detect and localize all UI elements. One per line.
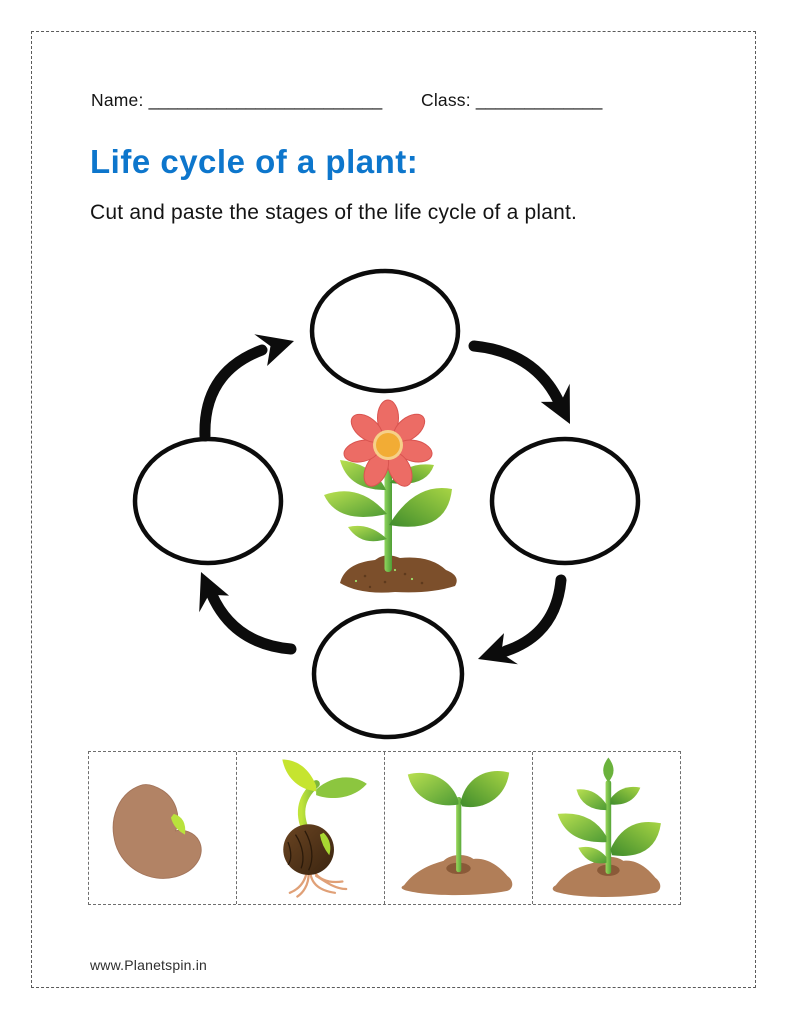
arrow-bottom-to-left-icon xyxy=(199,572,297,655)
soil-speckles xyxy=(354,568,424,589)
bud xyxy=(603,757,614,782)
life-cycle-diagram xyxy=(100,253,680,755)
header-row: Name: ________________________ Class: __… xyxy=(91,90,711,111)
soil-mound xyxy=(552,856,661,898)
soil-mound xyxy=(340,555,457,593)
stem xyxy=(605,780,612,875)
stage-slot-bottom xyxy=(311,608,465,740)
stage-slot-top xyxy=(309,268,461,394)
leaf xyxy=(610,786,641,805)
leaf xyxy=(578,846,607,864)
leaf xyxy=(348,525,387,542)
cycle-svg xyxy=(132,268,641,740)
class-field: Class: _____________ xyxy=(421,90,602,111)
cutout-cell-young-plant xyxy=(533,752,680,904)
stage-slot-left xyxy=(132,436,284,566)
leaf xyxy=(576,789,607,811)
seed-texture xyxy=(287,830,313,871)
cutout-cell-seedling xyxy=(385,752,533,904)
cutout-strip xyxy=(88,751,681,905)
soil-mound xyxy=(401,854,513,896)
roots xyxy=(288,871,348,898)
flower-stem xyxy=(384,450,392,572)
name-label: Name: xyxy=(91,90,144,110)
arrow-left-to-top-icon xyxy=(199,334,294,442)
footer-url: www.Planetspin.in xyxy=(90,957,208,973)
page-dashed-border xyxy=(31,31,756,988)
leaf xyxy=(610,821,661,856)
flowering-plant-icon xyxy=(324,399,457,593)
germinating-seed-icon xyxy=(282,759,367,898)
leaf xyxy=(460,771,510,808)
flower-head xyxy=(343,399,433,487)
leaf xyxy=(389,488,452,527)
cutout-cell-seed xyxy=(89,752,237,904)
stem xyxy=(456,797,462,873)
class-blank-line: _____________ xyxy=(475,90,603,110)
seed-icon xyxy=(112,784,202,879)
arrow-top-to-right-icon xyxy=(468,340,570,424)
instruction-text: Cut and paste the stages of the life cyc… xyxy=(90,201,578,224)
class-label: Class: xyxy=(421,90,471,110)
name-blank-line: ________________________ xyxy=(148,90,383,110)
seedling-icon xyxy=(401,771,513,896)
leaf xyxy=(407,772,459,806)
name-field: Name: ________________________ xyxy=(91,90,382,111)
leaf xyxy=(324,491,387,517)
page-title: Life cycle of a plant: xyxy=(90,143,419,180)
stage-slot-right xyxy=(489,436,641,566)
young-plant-icon xyxy=(552,757,661,898)
arrow-right-to-bottom-icon xyxy=(478,574,567,665)
cutout-cell-germinating-seed xyxy=(237,752,385,904)
leaf xyxy=(557,813,607,843)
